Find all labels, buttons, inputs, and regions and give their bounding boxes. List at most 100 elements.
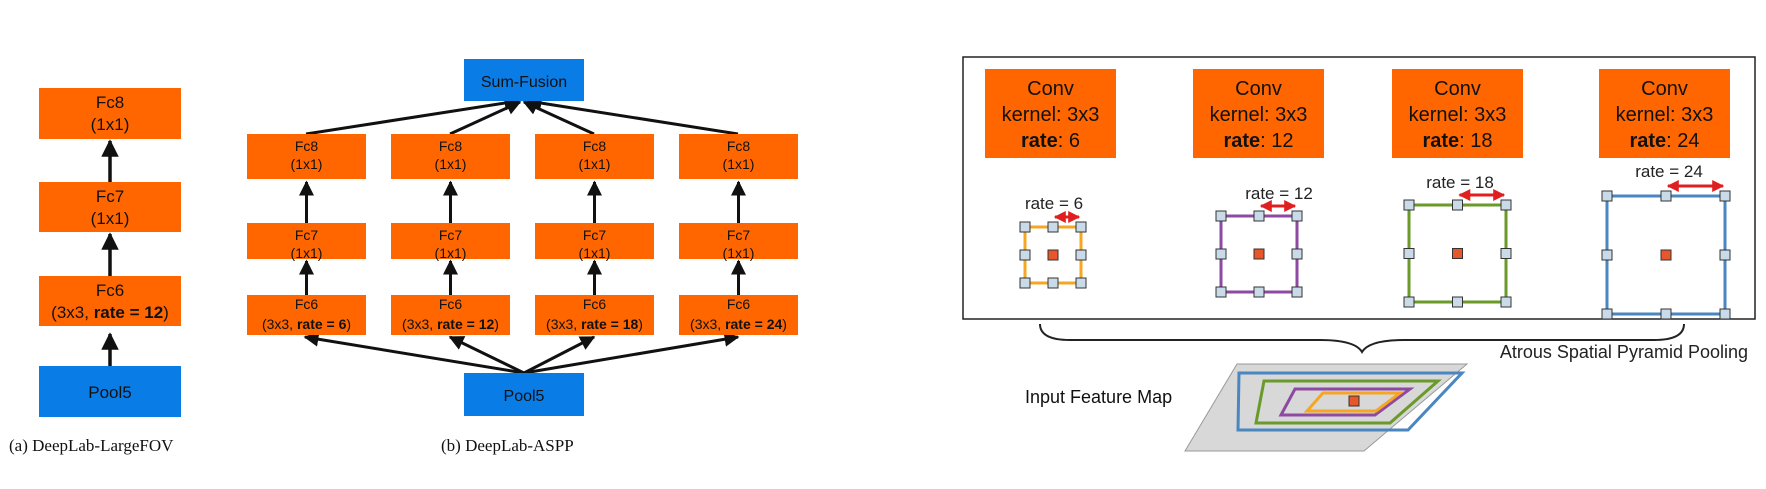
sample-cell — [1500, 248, 1512, 259]
fc8-label: Fc8 — [295, 138, 319, 154]
sample-cell — [1075, 249, 1087, 261]
center-cell — [1047, 249, 1059, 261]
aspp-branch-3: Fc8 (1x1) Fc7 (1x1) Fc6 (3x3, rate = 18) — [535, 134, 654, 335]
rate-label: rate = 18 — [1426, 173, 1494, 192]
fc6-label: Fc6 — [583, 296, 607, 312]
conv-kernel: kernel: 3x3 — [1210, 104, 1308, 126]
conv-rate: rate: 18 — [1422, 130, 1492, 152]
panel-c: Conv kernel: 3x3 rate: 6 rate = 6 Conv kernel… — [962, 56, 1756, 452]
conv-title: Conv — [1641, 78, 1688, 100]
conv-title: Conv — [1027, 78, 1074, 100]
sample-cell — [1291, 210, 1303, 222]
conv-rate: rate: 12 — [1223, 130, 1293, 152]
input-feature-map-label: Input Feature Map — [1025, 387, 1172, 407]
fc8-label: Fc8 — [439, 138, 463, 154]
fc7-label: Fc7 — [439, 227, 463, 243]
conv-blocks: Conv kernel: 3x3 rate: 6 rate = 6 Conv kernel… — [985, 69, 1731, 320]
fc7-sub: (1x1) — [291, 245, 323, 261]
sample-cell — [1075, 221, 1087, 233]
conv-title: Conv — [1235, 78, 1282, 100]
fc8-label: Fc8 — [727, 138, 751, 154]
conv-kernel: kernel: 3x3 — [1002, 104, 1100, 126]
sample-cell — [1660, 308, 1672, 320]
sample-cell — [1291, 248, 1303, 260]
aspp-brace — [1039, 323, 1685, 354]
rate-label: rate = 24 — [1635, 162, 1703, 181]
sample-cell — [1601, 308, 1613, 320]
aspp-branch-4: Fc8(1x1)Fc7(1x1)Fc6(3x3, rate = 24) — [679, 134, 798, 335]
pool5-label: Pool5 — [88, 383, 131, 402]
conv-block-3: Conv kernel: 3x3 rate: 18 rate = 18 — [1392, 69, 1523, 308]
sample-cell — [1215, 286, 1227, 298]
sum-fusion-block: Sum-Fusion — [464, 59, 584, 101]
sample-cell — [1719, 190, 1731, 202]
caption-a: (a) DeepLab-LargeFOV — [9, 436, 174, 455]
atrous-grid-1: rate = 6 — [1019, 194, 1087, 289]
sample-cell — [1500, 199, 1512, 211]
fc8-block-b4: Fc8(1x1) — [679, 134, 798, 179]
fc8-sub: (1x1) — [579, 156, 611, 172]
fc8-block-b1: Fc8 (1x1) — [247, 134, 366, 179]
conv-kernel: kernel: 3x3 — [1409, 104, 1507, 126]
fc6-label: Fc6 — [439, 296, 463, 312]
panel-b: Sum-Fusion Pool5 Fc8(1x1)Fc7(1x1)Fc6(3x3… — [247, 59, 798, 455]
aspp-label: Atrous Spatial Pyramid Pooling — [1500, 342, 1748, 362]
fc8-label: Fc8 — [583, 138, 607, 154]
fc7-label: Fc7 — [295, 227, 319, 243]
sample-cell — [1019, 277, 1031, 289]
conv-title: Conv — [1434, 78, 1481, 100]
fc8-sub: (1x1) — [291, 156, 323, 172]
sample-cell — [1403, 199, 1415, 211]
fc8-sub: (1x1) — [91, 115, 130, 134]
sample-cell — [1452, 199, 1463, 211]
fc8-label: Fc8 — [96, 93, 124, 112]
fc6-rate: (3x3, rate = 6) — [262, 316, 351, 332]
aspp-frame — [962, 56, 1756, 320]
fc6-block: Fc6 (3x3, rate = 12) — [39, 276, 181, 326]
aspp-branch-1: Fc8 (1x1) Fc7 (1x1) Fc6(3x3, rate = 6) — [247, 134, 366, 335]
fc7-sub: (1x1) — [579, 245, 611, 261]
fc6-label: Fc6 — [96, 281, 124, 300]
center-cell — [1253, 248, 1265, 260]
pool5-block: Pool5 — [39, 366, 181, 417]
fc8-sub: (1x1) — [435, 156, 467, 172]
fc7-sub: (1x1) — [91, 209, 130, 228]
center-cell — [1452, 248, 1463, 259]
center-cell — [1660, 249, 1672, 261]
sample-cell — [1500, 296, 1512, 308]
sample-cell — [1047, 277, 1059, 289]
fc6-rate: (3x3, rate = 24) — [690, 316, 787, 332]
sample-cell — [1215, 248, 1227, 260]
fc7-sub: (1x1) — [723, 245, 755, 261]
rate-label: rate = 6 — [1025, 194, 1083, 213]
caption-b: (b) DeepLab-ASPP — [441, 436, 574, 455]
sample-cell — [1403, 248, 1415, 259]
sample-cell — [1719, 249, 1731, 261]
fc8-block-b2: Fc8 (1x1) — [391, 134, 510, 179]
fc6-rate: (3x3, rate = 18) — [546, 316, 643, 332]
sample-cell — [1019, 249, 1031, 261]
sample-cell — [1601, 249, 1613, 261]
conv-rate: rate: 24 — [1629, 130, 1699, 152]
fc6-rate: (3x3, rate = 12) — [402, 316, 499, 332]
fc8-block: Fc8 (1x1) — [39, 88, 181, 139]
sum-fusion-label: Sum-Fusion — [481, 74, 567, 91]
fc7-label: Fc7 — [583, 227, 607, 243]
sample-cell — [1719, 308, 1731, 320]
sample-cell — [1660, 190, 1672, 202]
sample-cell — [1075, 277, 1087, 289]
sample-cell — [1047, 221, 1059, 233]
fc7-block-b2: Fc7(1x1) — [391, 223, 510, 261]
sample-cell — [1215, 210, 1227, 222]
sample-cell — [1291, 286, 1303, 298]
fc7-block-b3: Fc7 (1x1) — [535, 223, 654, 261]
aspp-branches: Fc8(1x1)Fc7(1x1)Fc6(3x3, rate = 6)Fc8(1x… — [247, 134, 798, 335]
conv-rate: rate: 6 — [1021, 130, 1080, 152]
fc6-block-b1: Fc6(3x3, rate = 6) — [247, 295, 366, 335]
fc7-block: Fc7 (1x1) — [39, 182, 181, 232]
panel-a: Fc8 (1x1) Fc7 (1x1) Fc6 (3x3, rate = 12)… — [9, 88, 181, 455]
